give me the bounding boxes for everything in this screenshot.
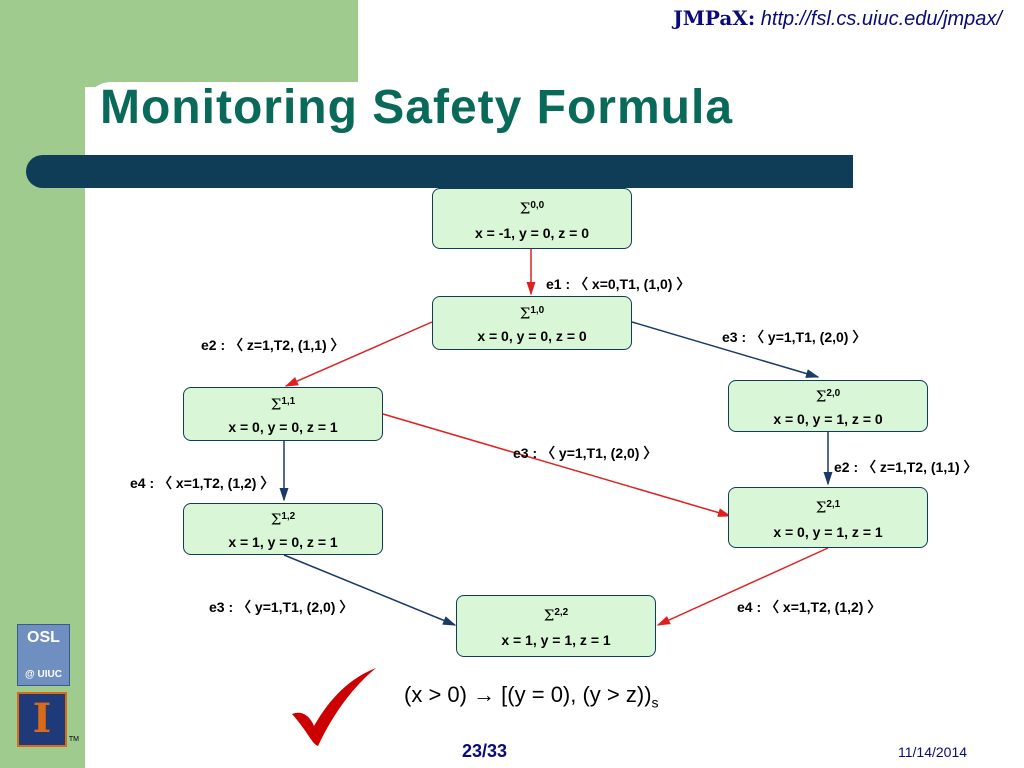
edge-e3-diag bbox=[382, 413, 732, 517]
page-number: 23/33 bbox=[462, 741, 508, 761]
osl-logo-top: OSL bbox=[27, 629, 60, 646]
node-sigma: Σ2,1 bbox=[815, 498, 841, 517]
uiuc-logo-tm: TM bbox=[68, 736, 79, 743]
state-node-2-0: Σ2,0 x = 0, y = 1, z = 0 bbox=[728, 380, 928, 432]
node-sigma: Σ1,1 bbox=[270, 395, 296, 414]
title-underline-bar bbox=[26, 155, 853, 188]
node-sigma: Σ1,0 bbox=[519, 304, 545, 323]
brand-label: JMPaX: bbox=[673, 6, 756, 30]
safety-formula: (x > 0) → [(y = 0), (y > z))s bbox=[404, 682, 659, 710]
edge-e4-bottom bbox=[656, 547, 829, 626]
node-sigma: Σ1,2 bbox=[270, 510, 296, 529]
slide-title: Monitoring Safety Formula bbox=[100, 81, 734, 134]
formula-text: (x > 0) → [(y = 0), (y > z)) bbox=[404, 682, 652, 707]
edge-label-e4-left: e4 : 〈 x=1,T2, (1,2) 〉 bbox=[130, 475, 275, 491]
osl-logo[interactable]: OSL @ UIUC bbox=[17, 624, 70, 686]
uiuc-logo-letter: I bbox=[32, 695, 52, 742]
edge-label-e1: e1 : 〈 x=0,T1, (1,0) 〉 bbox=[546, 276, 691, 292]
state-node-2-2: Σ2,2 x = 1, y = 1, z = 1 bbox=[456, 595, 656, 657]
node-values: x = 0, y = 1, z = 1 bbox=[773, 523, 883, 540]
edge-label-e3-bottom: e3 : 〈 y=1,T1, (2,0) 〉 bbox=[209, 599, 354, 615]
node-values: x = 0, y = 0, z = 0 bbox=[477, 327, 587, 344]
edge-e3-right bbox=[631, 321, 820, 378]
header-url[interactable]: JMPaX: http://fsl.cs.uiuc.edu/jmpax/ bbox=[673, 6, 1002, 31]
node-sigma: Σ0,0 bbox=[519, 199, 545, 218]
formula-subscript: s bbox=[651, 694, 659, 711]
edge-label-e2-right: e2 : 〈 z=1,T2, (1,1) 〉 bbox=[834, 459, 978, 475]
osl-logo-bottom: @ UIUC bbox=[25, 669, 62, 680]
state-node-0-0: Σ0,0 x = -1, y = 0, z = 0 bbox=[432, 188, 632, 249]
url-link[interactable]: http://fsl.cs.uiuc.edu/jmpax/ bbox=[760, 8, 1002, 30]
checkmark-icon bbox=[292, 668, 376, 746]
edge-e3-bottom bbox=[283, 554, 457, 626]
node-values: x = 0, y = 0, z = 1 bbox=[228, 418, 338, 435]
state-node-1-0: Σ1,0 x = 0, y = 0, z = 0 bbox=[432, 296, 632, 350]
node-values: x = 1, y = 0, z = 1 bbox=[228, 533, 338, 550]
node-sigma: Σ2,2 bbox=[543, 606, 569, 625]
edge-label-e3-right: e3 : 〈 y=1,T1, (2,0) 〉 bbox=[722, 329, 867, 345]
state-node-1-2: Σ1,2 x = 1, y = 0, z = 1 bbox=[183, 503, 383, 555]
node-values: x = -1, y = 0, z = 0 bbox=[474, 224, 590, 241]
edge-label-e2-left: e2 : 〈 z=1,T2, (1,1) 〉 bbox=[201, 337, 345, 353]
uiuc-logo[interactable]: I TM bbox=[17, 692, 79, 747]
slide-date: 11/14/2014 bbox=[898, 744, 968, 760]
top-green-panel bbox=[85, 0, 358, 87]
state-node-2-1: Σ2,1 x = 0, y = 1, z = 1 bbox=[728, 487, 928, 548]
node-values: x = 1, y = 1, z = 1 bbox=[501, 631, 611, 648]
node-sigma: Σ2,0 bbox=[815, 387, 841, 406]
edge-label-e3-diag: e3 : 〈 y=1,T1, (2,0) 〉 bbox=[513, 445, 658, 461]
node-values: x = 0, y = 1, z = 0 bbox=[773, 410, 883, 427]
state-node-1-1: Σ1,1 x = 0, y = 0, z = 1 bbox=[183, 387, 383, 441]
edge-e2-left bbox=[284, 321, 433, 387]
edge-label-e4-bottom: e4 : 〈 x=1,T2, (1,2) 〉 bbox=[737, 599, 882, 615]
title-background bbox=[85, 82, 365, 160]
